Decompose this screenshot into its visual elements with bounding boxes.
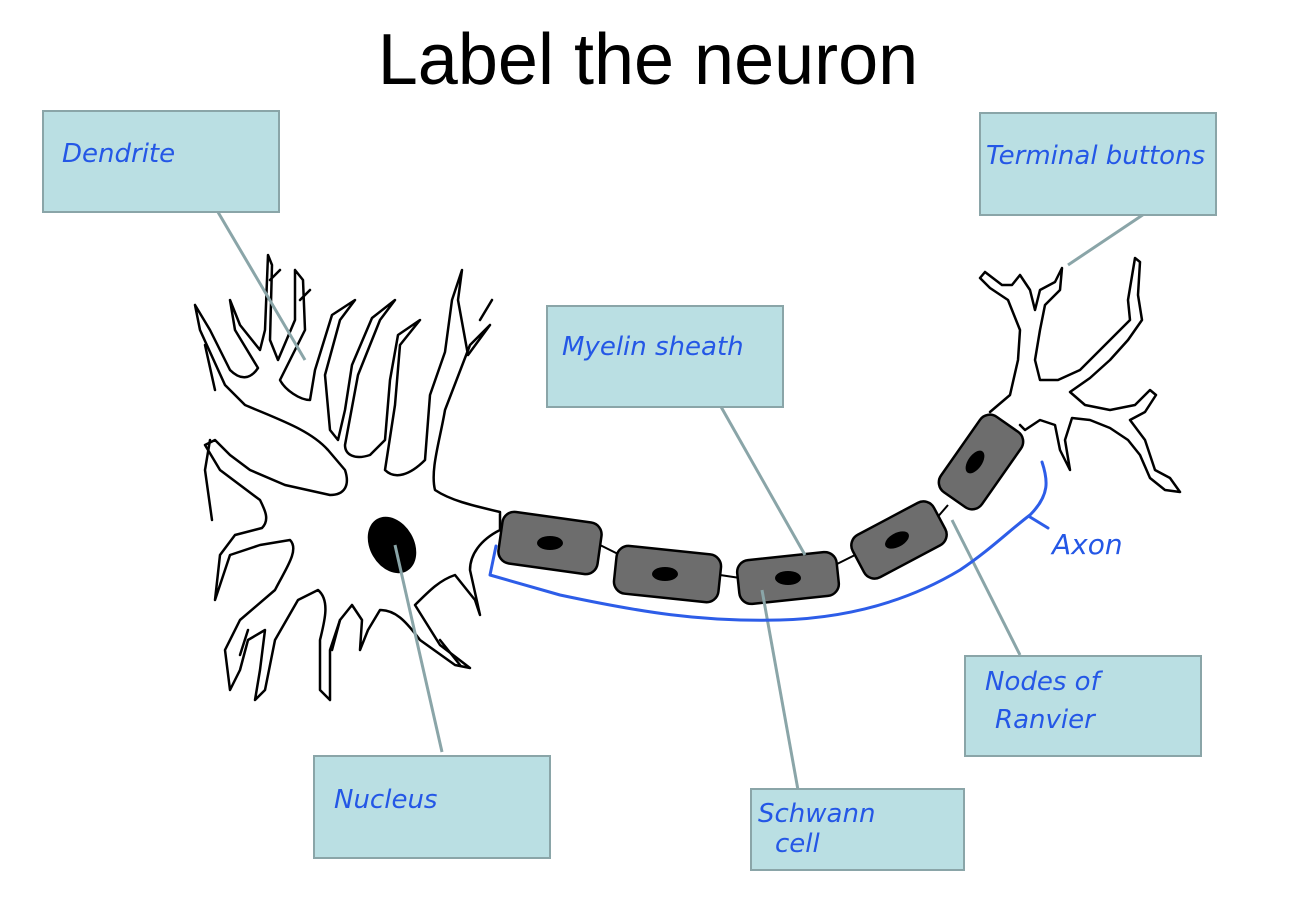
label-box-nucleus[interactable] bbox=[313, 755, 551, 859]
leader-line-myelin-sheath bbox=[718, 404, 807, 556]
leader-line-nodes-of-ranvier bbox=[950, 519, 1022, 656]
label-box-terminal-buttons[interactable] bbox=[979, 112, 1217, 216]
leader-line-nucleus bbox=[393, 544, 444, 753]
schwann-nucleus bbox=[775, 571, 801, 585]
schwann-nucleus bbox=[652, 567, 678, 581]
label-nucleus: Nucleus bbox=[334, 785, 438, 815]
leader-lines bbox=[213, 206, 1151, 791]
label-box-myelin-sheath[interactable] bbox=[546, 305, 784, 408]
label-nodes-of-ranvier-line1: Nodes of bbox=[985, 667, 1100, 697]
label-axon: Axon bbox=[1052, 528, 1123, 561]
label-box-dendrite[interactable] bbox=[42, 110, 280, 213]
leader-line-schwann-cell bbox=[760, 589, 800, 791]
schwann-nuclei bbox=[537, 450, 985, 585]
axon-terminals bbox=[978, 256, 1182, 494]
label-schwann-cell-line2: cell bbox=[775, 829, 820, 859]
leader-line-dendrite bbox=[213, 206, 307, 361]
schwann-nucleus bbox=[965, 450, 985, 474]
label-myelin-sheath: Myelin sheath bbox=[562, 332, 744, 362]
cell-body-outline bbox=[193, 253, 502, 702]
axon-core bbox=[599, 504, 949, 579]
label-schwann-cell-line1: Schwann bbox=[758, 799, 876, 829]
schwann-nucleus bbox=[537, 536, 563, 550]
page-title: Label the neuron bbox=[377, 20, 919, 100]
schwann-nucleus bbox=[885, 531, 909, 549]
label-box-nodes-of-ranvier[interactable] bbox=[964, 655, 1202, 757]
label-terminal-buttons: Terminal buttons bbox=[986, 141, 1206, 171]
leader-line-terminal-buttons bbox=[1067, 208, 1151, 267]
dendrite-branches bbox=[203, 268, 494, 667]
label-nodes-of-ranvier-line2: Ranvier bbox=[995, 705, 1095, 735]
label-box-schwann-cell[interactable] bbox=[750, 788, 965, 871]
axon-bracket bbox=[488, 460, 1050, 622]
label-dendrite: Dendrite bbox=[62, 139, 176, 169]
nucleus-shape bbox=[367, 516, 417, 574]
